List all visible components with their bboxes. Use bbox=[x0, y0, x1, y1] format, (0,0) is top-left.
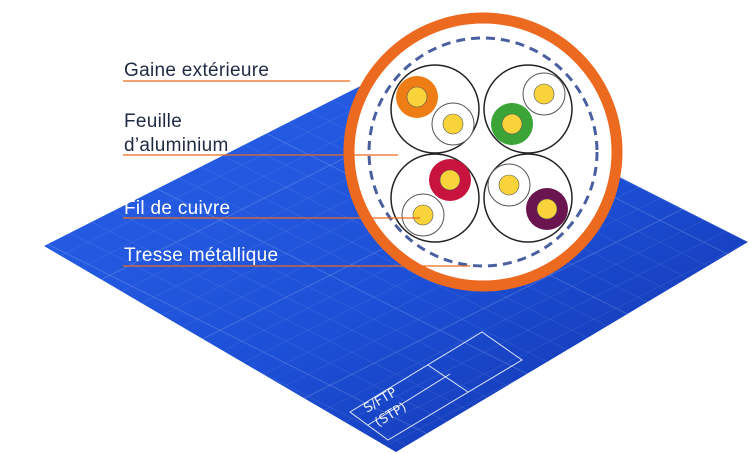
outer-jacket-ring bbox=[343, 12, 623, 292]
labels: Gaine extérieure Feuille d’aluminium Fil… bbox=[124, 60, 278, 266]
copper-core bbox=[501, 113, 523, 135]
braid-ring bbox=[367, 36, 599, 268]
label-foil-line2: d’aluminium bbox=[124, 135, 229, 156]
copper-core bbox=[442, 113, 464, 135]
copper-core bbox=[439, 169, 461, 191]
label-outer-jacket: Gaine extérieure bbox=[124, 60, 269, 81]
cable-cross-section bbox=[343, 12, 623, 292]
pair-purple bbox=[483, 153, 573, 243]
label-foil-line1: Feuille bbox=[124, 111, 182, 132]
label-braid: Tresse métallique bbox=[124, 245, 278, 266]
leader-lines bbox=[123, 80, 470, 267]
pair-orange bbox=[390, 64, 480, 154]
copper-core bbox=[406, 86, 428, 108]
copper-core bbox=[498, 174, 520, 196]
copper-core bbox=[412, 204, 434, 226]
pair-red bbox=[390, 153, 480, 243]
copper-core bbox=[533, 83, 555, 105]
label-copper-wire: Fil de cuivre bbox=[124, 198, 230, 219]
pair-green bbox=[483, 64, 573, 154]
title-block bbox=[349, 331, 523, 441]
copper-core bbox=[536, 198, 558, 220]
